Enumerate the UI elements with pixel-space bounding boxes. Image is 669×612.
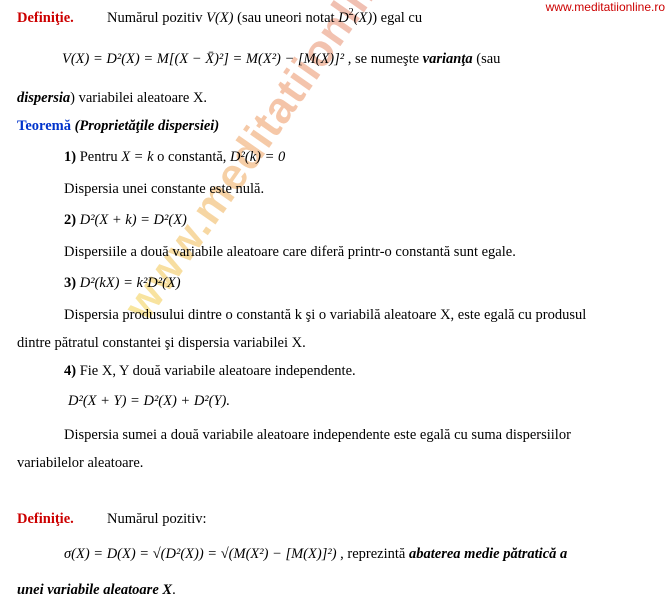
def1-line3: dispersia) variabilei aleatoare X. — [17, 89, 207, 107]
theorem-heading: Teoremă (Proprietăţile dispersiei) — [17, 117, 219, 135]
def1-close-note: ) egal cu — [372, 10, 423, 26]
def1-sym-x: (X) — [353, 10, 373, 26]
def2-label: Definiţie. — [17, 511, 74, 527]
prop3-statement: 3) D²(kX) = k²D²(X) — [64, 274, 181, 292]
def1-intro: Numărul pozitiv — [107, 10, 203, 26]
prop3-num: 3) — [64, 275, 77, 291]
def2-formula: σ(X) = D(X) = √(D²(X)) = √(M(X²) − [M(X)… — [64, 546, 337, 562]
theorem-label: Teoremă — [17, 118, 71, 134]
prop2-statement: 2) D²(X + k) = D²(X) — [64, 211, 187, 229]
prop1-formula: D²(k) = 0 — [230, 149, 286, 165]
prop3-explanation-2: dintre pătratul constantei şi dispersia … — [17, 335, 306, 351]
def2-formula-line: σ(X) = D(X) = √(D²(X)) = √(M(X²) − [M(X)… — [64, 545, 567, 563]
prop4-text: Fie X, Y două variabile aleatoare indepe… — [79, 363, 356, 379]
def1-line1: Definiţie. Numărul pozitiv V(X) (sau une… — [17, 7, 423, 29]
def1-after-formula: , se numeşte — [347, 51, 420, 67]
def1-sym-d: D — [338, 10, 349, 26]
prop1-text-b: o constantă, — [157, 149, 227, 165]
def1-paren-note: (sau uneori notat — [237, 10, 335, 26]
prop4-statement: 4) Fie X, Y două variabile aleatoare ind… — [64, 362, 356, 380]
def2-line3: unei variabile aleatoare X. — [17, 581, 176, 599]
def2-line1: Definiţie. Numărul pozitiv: — [17, 510, 207, 528]
def1-term-dispersion: dispersia — [17, 90, 71, 106]
prop1-num: 1) — [64, 149, 77, 165]
prop1-explanation: Dispersia unei constante este nulă. — [64, 181, 265, 197]
prop2-formula: D²(X + k) = D²(X) — [79, 212, 187, 228]
prop4-formula-line: D²(X + Y) = D²(X) + D²(Y). — [68, 392, 230, 410]
def2-after-formula: , reprezintă — [340, 546, 406, 562]
def1-formula: V(X) = D²(X) = M[(X − X̄)²] = M(X²) − [M… — [62, 51, 345, 67]
prop3-explanation-1: Dispersia produsului dintre o constantă … — [64, 307, 587, 323]
def1-formula-line: V(X) = D²(X) = M[(X − X̄)²] = M(X²) − [M… — [62, 50, 500, 68]
prop4-num: 4) — [64, 363, 77, 379]
site-url: www.meditatiionline.ro — [545, 0, 665, 14]
def1-paren-open: (sau — [476, 51, 501, 67]
def2-end: . — [172, 582, 176, 598]
prop4-explanation-1: Dispersia sumei a două variabile aleatoa… — [64, 427, 571, 443]
def2-term-l2: unei variabile aleatoare X — [17, 582, 173, 598]
prop2-num: 2) — [64, 212, 77, 228]
prop4-explanation-2: variabilelor aleatoare. — [17, 455, 144, 471]
prop1-cond: X = k — [121, 149, 154, 165]
prop3-formula: D²(kX) = k²D²(X) — [79, 275, 181, 291]
prop1-text-a: Pentru — [79, 149, 118, 165]
def1-sym-v: V(X) — [206, 10, 234, 26]
prop2-explanation: Dispersiile a două variabile aleatoare c… — [64, 244, 516, 260]
prop1-statement: 1) Pentru X = k o constantă, D²(k) = 0 — [64, 148, 285, 166]
def2-term: abaterea medie pătratică a — [409, 546, 568, 562]
prop4-formula: D²(X + Y) = D²(X) + D²(Y). — [68, 393, 230, 409]
def1-tail: ) variabilei aleatoare X. — [70, 90, 208, 106]
def1-sym-sq: 2 — [348, 7, 354, 18]
theorem-title: (Proprietăţile dispersiei) — [74, 118, 220, 134]
def1-term-variance: varianţa — [422, 51, 473, 67]
def2-intro: Numărul pozitiv: — [107, 511, 207, 527]
def1-label: Definiţie. — [17, 10, 74, 26]
